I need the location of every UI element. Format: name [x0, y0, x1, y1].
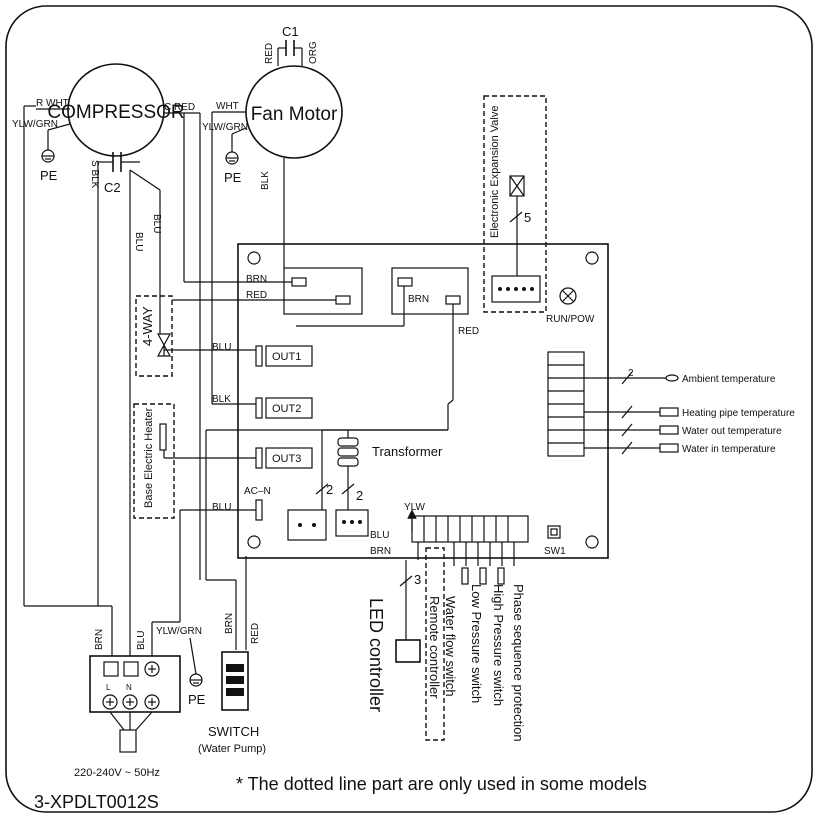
blu-b-label: BLU: [151, 214, 162, 233]
red-mid-label: RED: [458, 326, 479, 337]
out3-label: OUT3: [272, 453, 301, 465]
ylw-label: YLW: [404, 502, 425, 513]
transformer-icon: [337, 437, 359, 467]
ac-n-label: AC–N: [244, 486, 271, 497]
main-pcb: [237, 243, 609, 559]
pe-left-label: PE: [40, 168, 58, 183]
brn-top-label: BRN: [246, 274, 267, 285]
tb-n-label: N: [126, 683, 132, 692]
four-way-label: 4-WAY: [140, 306, 155, 346]
run-pow-label: RUN/POW: [546, 314, 595, 325]
heater-label: Base Electric Heater: [143, 407, 155, 508]
tb-ylwgrn-label: YLW/GRN: [156, 626, 202, 637]
blu-acn-label: BLU: [212, 502, 231, 513]
tb-blu-label: BLU: [136, 631, 147, 650]
led-controller-label: LED controller: [366, 598, 386, 712]
c1-label: C1: [282, 24, 299, 39]
eev-dotted-box: [483, 95, 547, 313]
eev-count: 5: [524, 210, 531, 225]
sw1-label: SW1: [544, 546, 566, 557]
heating-pipe-label: Heating pipe temperature: [682, 408, 795, 419]
blk-out2-label: BLK: [212, 394, 231, 405]
c1-red-label: RED: [264, 43, 275, 64]
transformer-conn-left: [287, 509, 327, 541]
capacitor-c1: [277, 40, 303, 66]
switch-label: SWITCH: [208, 724, 259, 739]
water-in-label: Water in temperature: [682, 444, 776, 455]
tb-brn-label: BRN: [94, 629, 105, 650]
wht-label: WHT: [216, 101, 239, 112]
out1-label: OUT1: [272, 351, 301, 363]
fan-motor: Fan Motor: [245, 65, 343, 159]
high-pressure-label: High Pressure switch: [491, 584, 506, 706]
compressor-label: COMPRESSOR: [47, 102, 184, 123]
ylwgrn-fan-label: YLW/GRN: [202, 122, 248, 133]
fan-motor-label: Fan Motor: [251, 104, 338, 125]
low-pressure-label: Low Pressure switch: [469, 584, 484, 703]
ground-icon-bottom: [189, 673, 203, 687]
power-cable: [119, 729, 137, 753]
transformer-label: Transformer: [372, 444, 443, 459]
power-label: 220-240V ~ 50Hz: [74, 767, 160, 779]
run-pow-led-icon: [559, 287, 577, 305]
pe-fan-label: PE: [224, 170, 242, 185]
c1-org-label: ORG: [308, 41, 319, 64]
transformer-n2a: 2: [326, 482, 333, 497]
four-way-dotted-box: [135, 295, 173, 377]
led-count: 3: [414, 572, 421, 587]
led-controller-box: [395, 639, 421, 663]
rwht-label: R WHT: [36, 98, 69, 109]
brn-mid-label: BRN: [408, 294, 429, 305]
water-out-label: Water out temperature: [682, 426, 782, 437]
c2-label: C2: [104, 180, 121, 195]
brn-bus-label: BRN: [370, 546, 391, 557]
switch-connector-strip: [411, 515, 529, 543]
remote-controller-label: Remote controller: [427, 596, 442, 699]
blu-a-label: BLU: [133, 232, 144, 251]
sensor-count: 2: [628, 368, 634, 379]
transformer-conn-right: [335, 509, 369, 537]
tb-l-label: L: [106, 683, 111, 692]
pe-bottom-label: PE: [188, 692, 206, 707]
water-pump-label: (Water Pump): [198, 743, 266, 755]
blk-fan-label: BLK: [260, 171, 271, 190]
model-label: 3-XPDLT0012S: [34, 792, 159, 812]
blu-out1-label: BLU: [212, 342, 231, 353]
capacitor-c2: [98, 152, 140, 172]
ground-icon-left: [41, 149, 55, 163]
note-text: * The dotted line part are only used in …: [236, 774, 647, 794]
remote-dotted-box: [425, 547, 445, 741]
diagram-frame: [5, 5, 813, 813]
ambient-label: Ambient temperature: [682, 374, 776, 385]
phase-seq-label: Phase sequence protection: [511, 584, 526, 742]
sensor-connector-bank: [547, 351, 585, 457]
compressor: COMPRESSOR: [47, 63, 185, 157]
relay-box-right: [391, 267, 469, 315]
water-flow-label: Water flow switch: [443, 596, 458, 697]
blu-bus-label: BLU: [370, 530, 389, 541]
transformer-n2b: 2: [356, 488, 363, 503]
out2-connector: OUT2: [255, 397, 313, 419]
sw1-button: [547, 525, 561, 539]
eev-label: Electronic Expansion Valve: [489, 106, 501, 238]
sw-brn-label: BRN: [224, 613, 235, 634]
ground-icon-fan: [225, 151, 239, 165]
eev-valve-icon: [509, 175, 525, 197]
s-blk-label: S BLK: [89, 160, 100, 189]
out3-connector: OUT3: [255, 447, 313, 469]
c-red-label: C RED: [164, 102, 195, 113]
sw-red-label: RED: [250, 623, 261, 644]
four-way-valve-icon: [156, 333, 172, 357]
relay-box-left: [283, 267, 363, 315]
ylwgrn-left-label: YLW/GRN: [12, 119, 58, 130]
water-pump-switch: [221, 651, 249, 711]
out2-label: OUT2: [272, 403, 301, 415]
red-top-label: RED: [246, 290, 267, 301]
heater-dotted-box: [133, 403, 175, 519]
terminal-block: [89, 655, 181, 713]
eev-connector: [491, 275, 541, 303]
out1-connector: OUT1: [255, 345, 313, 367]
